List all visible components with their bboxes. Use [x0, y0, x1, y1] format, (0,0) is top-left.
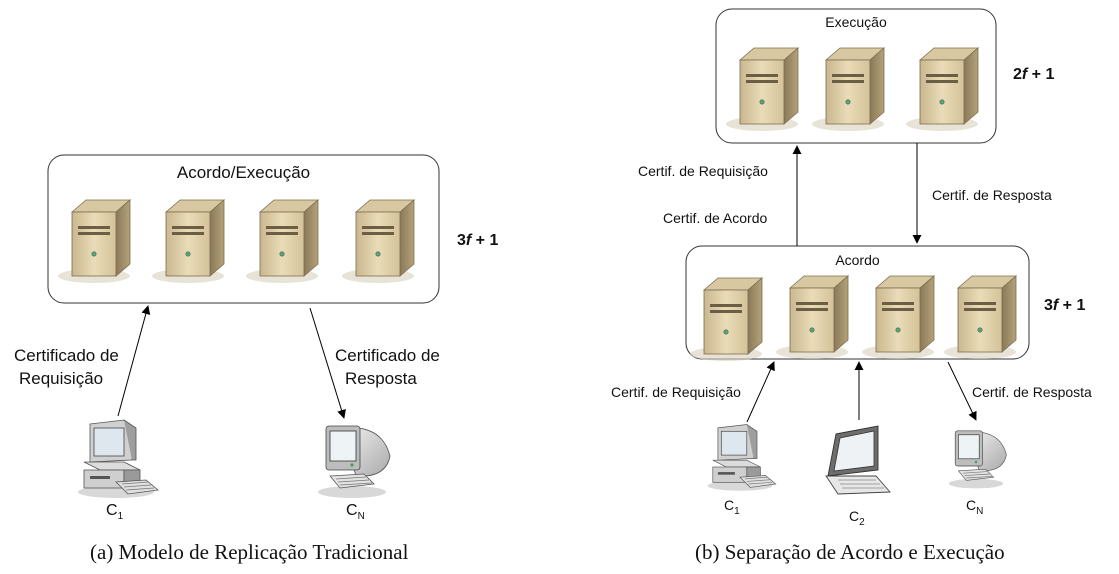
- request-certificate-up-label: Certif. de Requisição: [638, 163, 768, 179]
- agreement-execution-title: Acordo/Execução: [176, 163, 311, 182]
- replica-count-label: 3f + 1: [457, 232, 499, 249]
- response-certificate-down-label: Certif. de Resposta: [932, 187, 1052, 203]
- response-arrow: [309, 307, 346, 419]
- request-certificate-label-line1: Certificado de: [14, 346, 119, 365]
- desktop-client-icon: [77, 419, 159, 499]
- agreement-certificate-label: Certif. de Acordo: [663, 210, 768, 226]
- request-certificate-label-line2: Requisição: [19, 369, 104, 388]
- laptop-client-icon: [825, 425, 891, 495]
- client-response-certificate-label: Certif. de Resposta: [972, 384, 1092, 400]
- agreement-replica-count: 3f + 1: [1044, 297, 1086, 314]
- agreement-title: Acordo: [835, 252, 880, 268]
- agreement-execution-box: [47, 154, 440, 304]
- client-n-label: CN: [966, 497, 984, 517]
- crt-client-icon: [317, 425, 391, 499]
- client1-request-arrow: [746, 361, 775, 423]
- client-2-label: C2: [849, 508, 865, 528]
- client-1-label: C1: [724, 497, 740, 517]
- response-certificate-label-line1: Certificado de: [335, 346, 440, 365]
- request-arrow: [117, 305, 151, 417]
- caption-a: (a) Modelo de Replicação Tradicional: [90, 540, 409, 564]
- caption-b: (b) Separação de Acordo e Execução: [695, 540, 1005, 564]
- client-n-label: CN: [346, 502, 365, 523]
- desktop-client-icon: [707, 424, 777, 492]
- crt-client-icon: [948, 430, 1007, 489]
- execution-title: Execução: [825, 14, 887, 30]
- client-request-certificate-label: Certif. de Requisição: [611, 384, 741, 400]
- response-to-clientN-arrow: [947, 361, 977, 421]
- client-1-label: C1: [106, 502, 124, 523]
- execution-replica-count: 2f + 1: [1013, 66, 1055, 83]
- response-certificate-label-line2: Resposta: [345, 369, 417, 388]
- agreement-box: [685, 245, 1030, 360]
